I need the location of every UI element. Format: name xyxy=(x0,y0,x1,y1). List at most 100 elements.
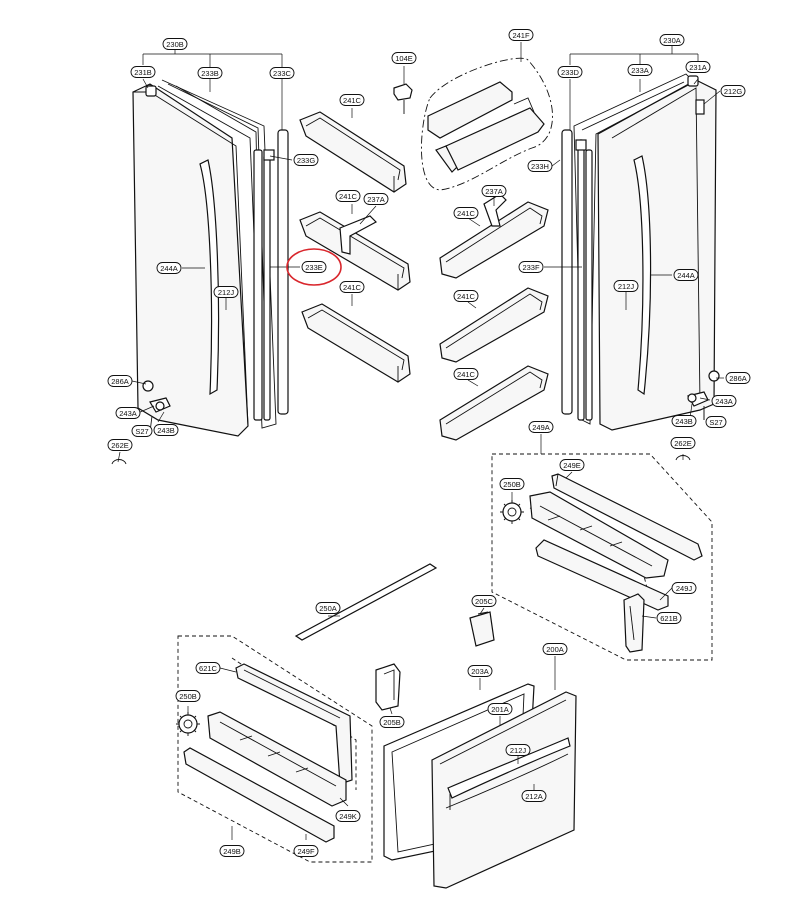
callout-286a-left: 286A xyxy=(107,375,133,387)
callout-oval xyxy=(528,421,554,433)
callout-241c-d: 241C xyxy=(453,207,479,219)
callout-249f: 249F xyxy=(293,845,319,857)
callout-249e: 249E xyxy=(559,459,585,471)
callout-oval xyxy=(107,375,133,387)
callout-label: 233G xyxy=(297,156,316,165)
callout-oval xyxy=(659,34,685,46)
callout-oval xyxy=(197,67,223,79)
callout-oval xyxy=(673,269,699,281)
callout-oval xyxy=(613,280,639,292)
callout-249j: 249J xyxy=(671,582,697,594)
callout-oval xyxy=(130,66,156,78)
callout-621c: 621C xyxy=(195,662,221,674)
callout-oval xyxy=(705,416,727,428)
callout-200a: 200A xyxy=(542,643,568,655)
callout-250b-right: 250B xyxy=(499,478,525,490)
callout-oval xyxy=(499,478,525,490)
callout-oval xyxy=(269,67,295,79)
callout-205b: 205B xyxy=(379,716,405,728)
callout-label: 233H xyxy=(531,162,549,171)
callout-250b-left: 250B xyxy=(175,690,201,702)
callout-oval xyxy=(339,94,365,106)
part-205C xyxy=(469,611,495,647)
callout-oval xyxy=(213,286,239,298)
callout-label: 212A xyxy=(525,792,543,801)
callout-oval xyxy=(391,52,417,64)
callout-label: 249B xyxy=(223,847,241,856)
callout-241c-e: 241C xyxy=(453,290,479,302)
right-door-handle xyxy=(633,155,652,396)
callout-oval xyxy=(453,207,479,219)
gear-250B-left xyxy=(176,712,200,736)
right-bin-2 xyxy=(439,287,549,363)
freezer-drawer-assembly xyxy=(375,663,577,889)
bracket-621B xyxy=(623,593,645,653)
callout-oval xyxy=(293,154,319,166)
callout-label: 244A xyxy=(677,271,695,280)
callout-label: 241C xyxy=(457,292,476,301)
callout-104e: 104E xyxy=(391,52,417,64)
callout-oval xyxy=(671,582,697,594)
callout-label: 249K xyxy=(339,812,357,821)
callout-label: 286A xyxy=(111,377,129,386)
callout-label: 249J xyxy=(676,584,693,593)
callout-label: 241C xyxy=(457,209,476,218)
rail-kit-249B-boundary xyxy=(177,635,373,863)
right-rail-kit xyxy=(491,453,713,661)
callout-label: 262E xyxy=(674,439,692,448)
callout-262e-left: 262E xyxy=(107,439,133,451)
callout-oval xyxy=(670,437,696,449)
callout-oval xyxy=(156,262,182,274)
callout-label: 212G xyxy=(724,87,743,96)
callout-oval xyxy=(335,190,361,202)
callout-241c-a: 241C xyxy=(339,94,365,106)
callout-oval xyxy=(219,845,245,857)
gasket-strip-233D xyxy=(561,129,573,415)
strip-250A xyxy=(294,563,438,641)
callout-oval xyxy=(671,415,697,427)
center-misc-parts xyxy=(294,563,495,647)
callout-oval xyxy=(175,690,201,702)
leader-lines xyxy=(117,42,724,840)
callout-233c: 233C xyxy=(269,67,295,79)
callout-231a: 231A xyxy=(685,61,711,73)
callout-label: 212J xyxy=(510,746,527,755)
callout-286a-right: 286A xyxy=(725,372,751,384)
callout-label: 243B xyxy=(157,426,175,435)
callout-233d: 233D xyxy=(557,66,583,78)
callout-label: 231B xyxy=(134,68,152,77)
callout-oval xyxy=(720,85,746,97)
callout-oval xyxy=(339,281,365,293)
callout-201a: 201A xyxy=(487,703,513,715)
callout-oval xyxy=(162,38,188,50)
left-door-handle xyxy=(199,159,220,396)
callout-label: 231A xyxy=(689,63,707,72)
callout-label: S27 xyxy=(135,427,148,436)
left-bin-3 xyxy=(301,303,411,383)
callout-label: 233D xyxy=(561,68,580,77)
callout-oval xyxy=(115,407,141,419)
callout-oval xyxy=(518,261,544,273)
drawer-handle-212A xyxy=(447,737,571,799)
callout-233a: 233A xyxy=(627,64,653,76)
callout-oval xyxy=(711,395,737,407)
callout-oval xyxy=(131,425,153,437)
callout-241c-b: 241C xyxy=(335,190,361,202)
callout-label: 241C xyxy=(339,192,358,201)
callout-label: 243A xyxy=(119,409,137,418)
bracket-249K xyxy=(207,711,347,807)
callout-label: 212J xyxy=(618,282,635,291)
callout-oval xyxy=(107,439,133,451)
callout-oval xyxy=(335,810,361,822)
callout-label: 262E xyxy=(111,441,129,450)
callout-249k: 249K xyxy=(335,810,361,822)
callout-250a: 250A xyxy=(315,602,341,614)
callout-205c: 205C xyxy=(471,595,497,607)
callout-oval xyxy=(559,459,585,471)
callout-oval xyxy=(557,66,583,78)
callout-oval xyxy=(481,185,507,197)
callout-oval xyxy=(315,602,341,614)
callout-oval xyxy=(627,64,653,76)
callout-label: 241C xyxy=(343,283,362,292)
callout-243b-right: 243B xyxy=(671,415,697,427)
